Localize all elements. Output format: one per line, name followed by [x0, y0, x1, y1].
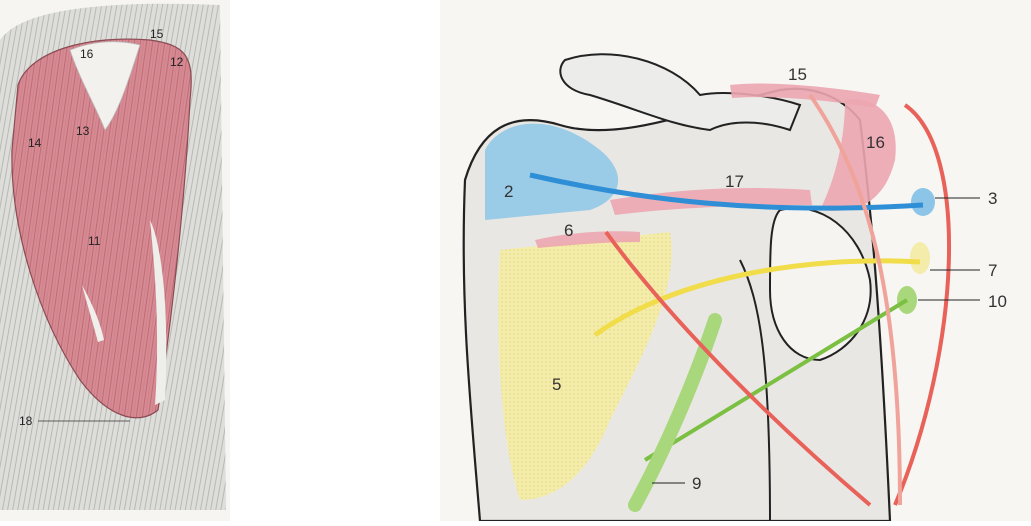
- marker-7: [910, 242, 930, 274]
- label-16: 16: [80, 47, 94, 61]
- label-17: 17: [725, 172, 744, 191]
- label-11: 11: [88, 234, 101, 248]
- label-16: 16: [866, 133, 885, 152]
- thigh-muscle-illustration: 15 16 12 13 14 11 18: [0, 0, 230, 521]
- label-15: 15: [788, 65, 807, 84]
- label-6: 6: [564, 221, 573, 240]
- label-9: 9: [692, 474, 701, 493]
- label-7: 7: [988, 261, 997, 280]
- thigh-muscle-drawing: 15 16 12 13 14 11 18: [0, 0, 230, 521]
- label-13: 13: [76, 124, 90, 138]
- label-3: 3: [988, 189, 997, 208]
- shoulder-diagram-drawing: 15 16 2 17 3 6 7 10 5 9: [440, 0, 1031, 521]
- label-14: 14: [28, 136, 42, 150]
- shoulder-diagram: 15 16 2 17 3 6 7 10 5 9: [440, 0, 1031, 521]
- label-2: 2: [504, 182, 513, 201]
- label-15: 15: [150, 27, 164, 41]
- label-10: 10: [988, 292, 1007, 311]
- marker-3: [911, 188, 935, 216]
- label-5: 5: [552, 375, 561, 394]
- label-12: 12: [170, 55, 184, 69]
- label-18: 18: [19, 414, 33, 428]
